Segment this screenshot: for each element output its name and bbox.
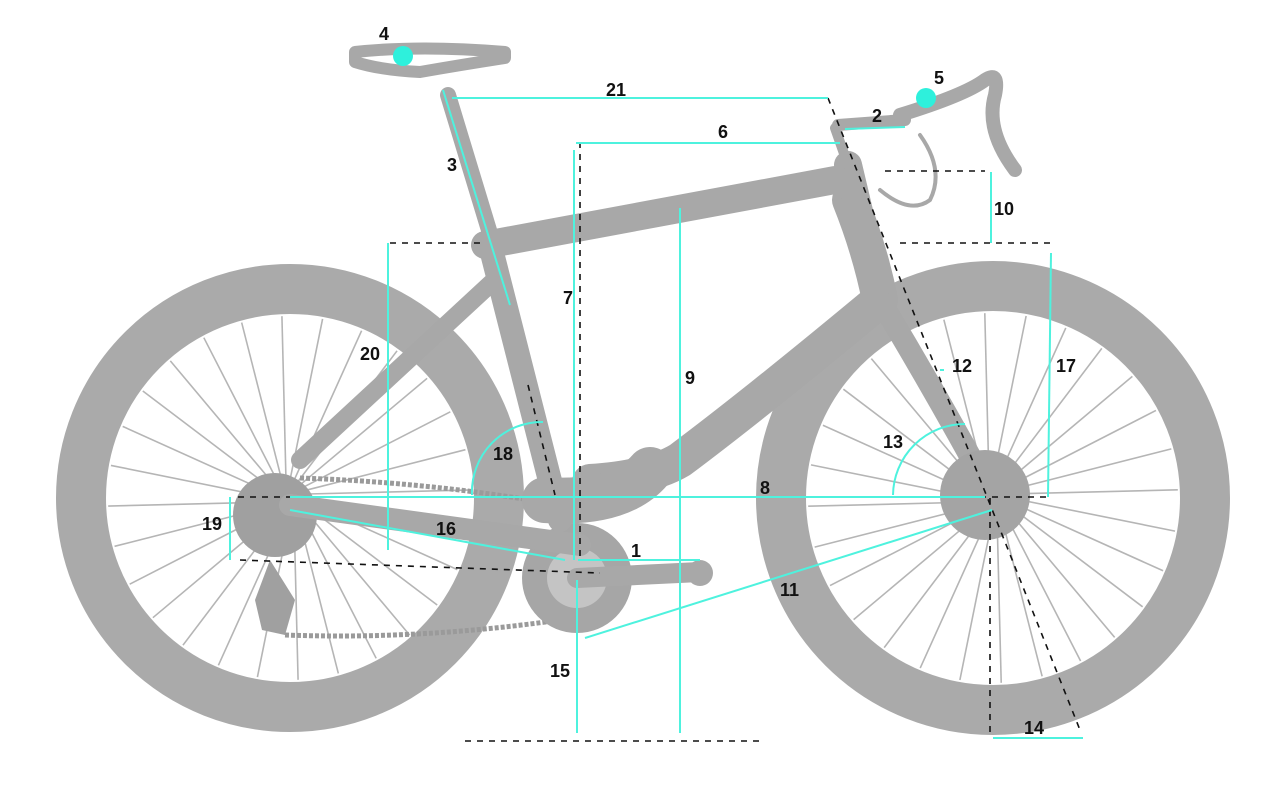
rear-spoke — [303, 411, 451, 488]
front-spoke — [1003, 375, 1133, 485]
bike-frame — [279, 42, 1022, 556]
seat-tube — [478, 233, 572, 532]
front-spoke — [1009, 448, 1172, 491]
label-6: 6 — [718, 122, 728, 142]
front-spoke — [1000, 347, 1103, 483]
brake-cable — [878, 133, 938, 208]
measure-2-line — [844, 126, 906, 130]
measure-3-line — [442, 89, 511, 306]
motor-housing — [522, 447, 673, 524]
front-spoke — [996, 515, 1003, 683]
front-spoke — [919, 515, 990, 669]
steering-axis-ref — [827, 97, 1081, 731]
reference-lines — [238, 97, 1081, 742]
label-9: 9 — [685, 368, 695, 388]
label-7: 7 — [563, 288, 573, 308]
top-tube — [471, 166, 849, 259]
label-17: 17 — [1056, 356, 1076, 376]
rear-spoke — [203, 337, 280, 485]
measure-17-line — [1047, 252, 1052, 498]
label-13: 13 — [883, 432, 903, 452]
front-spoke — [1010, 497, 1176, 532]
handlebar — [893, 70, 1022, 177]
rear-spoke — [305, 505, 438, 606]
front-spoke — [996, 327, 1067, 481]
front-spoke — [1008, 505, 1144, 608]
saddle-point-marker — [393, 46, 413, 66]
rear-spoke — [122, 425, 273, 495]
down-tube — [572, 182, 898, 500]
handlebar-point-marker — [916, 88, 936, 108]
rear-derailleur — [255, 560, 295, 635]
label-10: 10 — [994, 199, 1014, 219]
label-8: 8 — [760, 478, 770, 498]
label-18: 18 — [493, 444, 513, 464]
label-14: 14 — [1024, 718, 1044, 738]
measurement-labels: 1 2 3 4 5 6 7 8 9 10 11 12 13 14 15 16 1… — [202, 24, 1076, 738]
label-20: 20 — [360, 344, 380, 364]
front-spoke — [1000, 514, 1043, 677]
rear-spoke — [300, 377, 428, 485]
label-3: 3 — [447, 155, 457, 175]
front-spoke — [1003, 511, 1082, 662]
cassette — [233, 473, 317, 557]
front-spoke — [959, 515, 994, 681]
chain-stay — [279, 494, 591, 556]
label-16: 16 — [436, 519, 456, 539]
seat-post — [440, 87, 503, 258]
front-spoke — [1010, 501, 1164, 572]
rear-spoke — [306, 448, 466, 491]
pedal-spindle — [687, 560, 713, 586]
label-4: 4 — [379, 24, 389, 44]
seat-stay — [291, 266, 509, 469]
label-15: 15 — [550, 661, 570, 681]
saddle — [349, 42, 511, 78]
chain-upper — [299, 475, 531, 503]
head-tube — [834, 151, 894, 314]
rear-spoke — [303, 508, 411, 636]
crank-arm — [567, 562, 710, 588]
measurement-lines — [229, 89, 1083, 739]
rear-spoke — [240, 322, 283, 482]
label-1: 1 — [631, 541, 641, 561]
stem — [832, 114, 911, 131]
measure-11-line — [584, 509, 993, 639]
rear-spoke — [281, 316, 287, 481]
label-5: 5 — [934, 68, 944, 88]
steerer — [830, 123, 853, 170]
rear-spoke — [169, 360, 277, 488]
front-spoke — [1006, 508, 1116, 638]
front-spoke — [1010, 488, 1178, 495]
rear-spoke — [142, 390, 275, 491]
label-11: 11 — [780, 580, 799, 600]
bb-drop-ref — [239, 559, 601, 574]
measure-18-arc — [470, 420, 544, 496]
brake-rotor — [940, 450, 1030, 540]
label-21: 21 — [606, 80, 626, 100]
label-19: 19 — [202, 514, 222, 534]
label-12: 12 — [952, 356, 972, 376]
measure-16-line — [289, 509, 566, 561]
front-spoke — [1006, 409, 1157, 488]
label-2: 2 — [872, 106, 882, 126]
measure-13-arc — [892, 423, 966, 496]
